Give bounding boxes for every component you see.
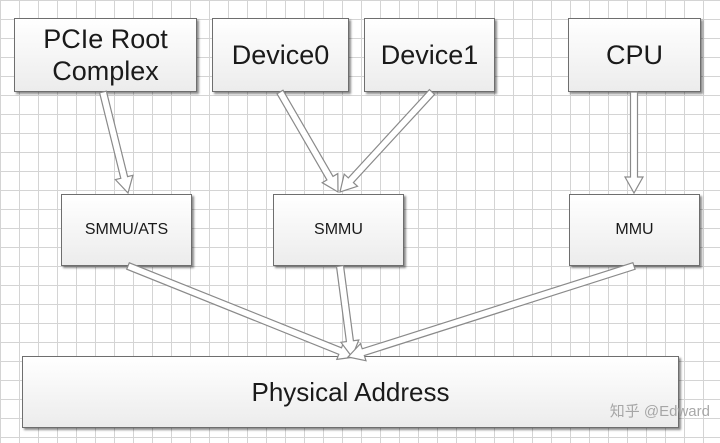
arrow-smmu-to-physical [335, 264, 360, 359]
arrow-device0-to-smmu [276, 89, 339, 194]
pcie-root-complex-label: PCIe Root Complex [43, 24, 168, 86]
arrow-pcie-to-smmu-ats [98, 90, 134, 195]
arrow-smmu-ats-to-physical [125, 262, 357, 361]
smmu-ats-box: SMMU/ATS [61, 194, 192, 266]
mmu-label: MMU [615, 221, 654, 238]
cpu-label: CPU [605, 40, 663, 70]
device1-box: Device1 [364, 18, 495, 92]
smmu-ats-label: SMMU/ATS [84, 221, 169, 238]
smmu-label: SMMU [314, 221, 363, 238]
cpu-box: CPU [568, 18, 701, 92]
pcie-root-complex-box: PCIe Root Complex [14, 18, 197, 92]
device0-box: Device0 [212, 18, 349, 92]
arrow-mmu-to-physical [346, 261, 636, 362]
physical-address-box: Physical Address [22, 356, 679, 428]
device0-label: Device0 [231, 40, 330, 70]
arrow-device1-to-smmu [339, 88, 436, 193]
mmu-box: MMU [569, 194, 700, 266]
smmu-box: SMMU [273, 194, 404, 266]
arrow-cpu-to-mmu [623, 91, 645, 195]
device1-label: Device1 [380, 40, 479, 70]
watermark-text: 知乎 @Edward [609, 403, 710, 420]
physical-address-label: Physical Address [251, 376, 450, 407]
